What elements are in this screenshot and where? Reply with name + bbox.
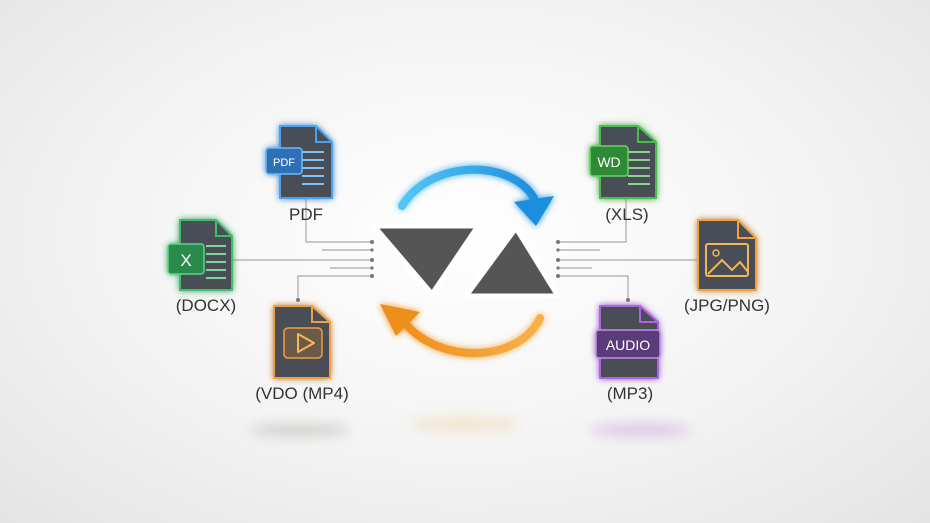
- connector-dots: [296, 240, 630, 302]
- image-file-icon: [697, 219, 757, 291]
- excel-icon-text: X: [180, 251, 191, 270]
- label-vdo: (VDO (MP4): [255, 384, 349, 403]
- floor-shadow-center: [410, 418, 520, 430]
- cycle-arrow-top-icon: [398, 165, 554, 226]
- cycle-arrow-bottom-icon: [380, 304, 544, 357]
- connector-lines: [232, 198, 698, 300]
- audio-icon-text: AUDIO: [606, 337, 650, 353]
- word-icon-text: WD: [597, 154, 620, 170]
- convert-triangles-icon: [371, 223, 561, 299]
- word-document-icon: [589, 125, 657, 199]
- label-jpg-png: (JPG/PNG): [684, 296, 770, 315]
- excel-document-icon: [167, 219, 233, 291]
- label-mp3: (MP3): [606, 384, 654, 403]
- video-play-icon: [273, 305, 331, 379]
- floor-shadow-right: [590, 424, 690, 436]
- label-docx: (DOCX): [175, 296, 237, 315]
- pdf-icon-text: PDF: [273, 157, 295, 169]
- pdf-document-icon: [265, 125, 333, 199]
- label-pdf: PDF: [289, 205, 323, 224]
- label-xls: (XLS): [605, 205, 649, 224]
- audio-file-icon: [595, 305, 661, 379]
- floor-shadow-left: [250, 424, 350, 436]
